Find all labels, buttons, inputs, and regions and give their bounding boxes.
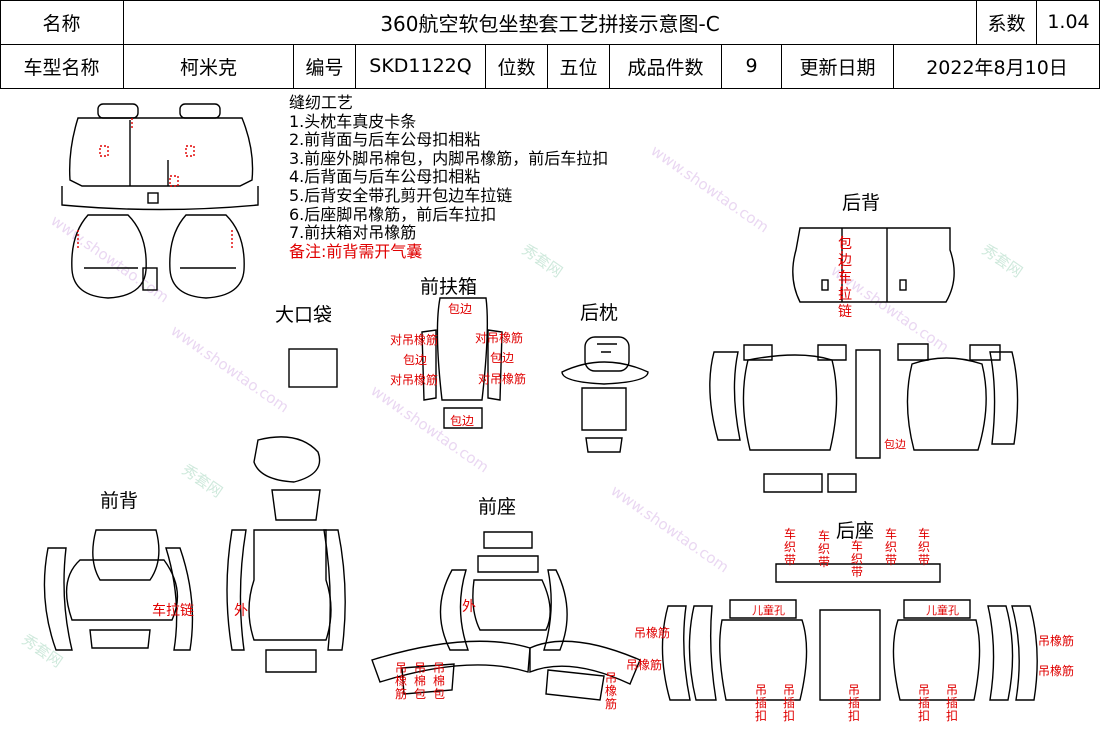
label-front-armrest: 前扶箱 bbox=[420, 276, 478, 298]
big-pocket-piece bbox=[288, 348, 338, 388]
note-rear-seat-r2: 吊橡筋 bbox=[1038, 664, 1075, 678]
note-armrest-r1: 对吊橡筋 bbox=[475, 331, 524, 345]
rear-headrest-pieces bbox=[561, 336, 649, 453]
coef-value: 1.04 bbox=[1047, 11, 1090, 33]
note-rear-seat-strip: 车织带 bbox=[851, 539, 864, 579]
note-child-hole-left: 儿童孔 bbox=[752, 604, 785, 617]
note-clip: 吊插扣 bbox=[848, 683, 861, 723]
rear-back-pieces bbox=[709, 227, 1019, 493]
pieces-value: 9 bbox=[722, 44, 782, 88]
label-front-back: 前背 bbox=[100, 490, 139, 512]
label-big-pocket: 大口袋 bbox=[275, 304, 333, 326]
note-rear-seat-strip: 车织带 bbox=[818, 529, 831, 569]
model-value: 柯米克 bbox=[124, 44, 294, 88]
note-clip: 吊插扣 bbox=[783, 683, 796, 723]
note-armrest-r3: 对吊橡筋 bbox=[478, 372, 527, 386]
label-front-seat: 前座 bbox=[478, 496, 517, 518]
seats-label: 位数 bbox=[486, 44, 548, 88]
note-front-seat-b4: 吊橡筋 bbox=[605, 671, 618, 711]
seat-overview-thumbnail bbox=[61, 103, 259, 299]
model-label: 车型名称 bbox=[0, 44, 124, 88]
front-armrest-pieces bbox=[421, 297, 503, 429]
note-front-back-zip: 车拉链 bbox=[152, 603, 194, 619]
process-step: 5.后背安全带孔剪开包边车拉链 bbox=[289, 185, 513, 205]
note-clip: 吊插扣 bbox=[946, 683, 959, 723]
seats-value: 五位 bbox=[548, 44, 610, 88]
note-armrest-top: 包边 bbox=[448, 302, 473, 316]
note-rear-seat-l2: 吊橡筋 bbox=[626, 658, 663, 672]
red-stitch-marks bbox=[77, 118, 233, 250]
process-step: 6.后座脚吊橡筋，前后车拉扣 bbox=[289, 204, 497, 224]
label-rear-headrest: 后枕 bbox=[580, 302, 619, 324]
note-armrest-l3: 对吊橡筋 bbox=[390, 373, 439, 387]
date-value: 2022年8月10日 bbox=[926, 56, 1068, 79]
note-rear-seat-strip: 车织带 bbox=[918, 527, 931, 567]
front-seat-pieces bbox=[371, 531, 641, 701]
process-heading: 缝纫工艺 bbox=[289, 93, 354, 112]
pieces-label: 成品件数 bbox=[610, 44, 722, 88]
process-step: 7.前扶箱对吊橡筋 bbox=[289, 223, 417, 243]
code-value: SKD1122Q bbox=[356, 44, 486, 88]
process-step: 1.头枕车真皮卡条 bbox=[289, 111, 417, 131]
note-rear-seat-strip: 车织带 bbox=[885, 527, 898, 567]
note-clip: 吊插扣 bbox=[755, 683, 768, 723]
name-label: 名称 bbox=[0, 0, 124, 44]
note-armrest-bottom: 包边 bbox=[450, 414, 475, 428]
note-rear-seat-l1: 吊橡筋 bbox=[634, 626, 671, 640]
note-front-back-out: 外 bbox=[234, 603, 248, 619]
note-child-hole-right: 儿童孔 bbox=[926, 604, 959, 617]
note-rear-seat-strip: 车织带 bbox=[784, 527, 797, 567]
note-armrest-r2: 包边 bbox=[490, 351, 515, 365]
front-back-pieces bbox=[43, 436, 346, 673]
note-rear-seat-r1: 吊橡筋 bbox=[1038, 634, 1075, 648]
process-remark: 备注:前背需开气囊 bbox=[289, 241, 423, 261]
rear-seat-pieces bbox=[661, 563, 1038, 701]
process-step: 4.后背面与后车公母扣相粘 bbox=[289, 167, 481, 187]
header-table: 名称 360航空软包坐垫套工艺拼接示意图-C 系数 1.04 车型名称 柯米克 … bbox=[0, 0, 1100, 89]
coef-label: 系数 bbox=[977, 0, 1037, 44]
note-front-seat-b1: 吊橡筋 bbox=[395, 661, 408, 701]
process-notes: 缝纫工艺 1.头枕车真皮卡条 2.前背面与后车公母扣相粘 3.前座外脚吊棉包，内… bbox=[289, 93, 609, 261]
note-rear-back-zip: 包边车拉链 bbox=[838, 236, 852, 320]
date-label: 更新日期 bbox=[782, 44, 894, 88]
note-front-seat-b3: 吊棉包 bbox=[433, 661, 446, 701]
process-step: 3.前座外脚吊棉包，内脚吊橡筋，前后车拉扣 bbox=[289, 148, 609, 168]
page-title: 360航空软包坐垫套工艺拼接示意图-C bbox=[124, 0, 977, 44]
label-rear-back: 后背 bbox=[842, 192, 881, 214]
code-label: 编号 bbox=[294, 44, 356, 88]
note-armrest-l2: 包边 bbox=[403, 353, 428, 367]
label-rear-seat: 后座 bbox=[836, 520, 875, 542]
note-front-seat-b2: 吊棉包 bbox=[414, 661, 427, 701]
note-rear-back-small: 包边 bbox=[884, 438, 906, 451]
note-front-seat-out: 外 bbox=[462, 599, 476, 615]
note-armrest-l1: 对吊橡筋 bbox=[390, 333, 439, 347]
note-clip: 吊插扣 bbox=[918, 683, 931, 723]
process-step: 2.前背面与后车公母扣相粘 bbox=[289, 130, 481, 150]
